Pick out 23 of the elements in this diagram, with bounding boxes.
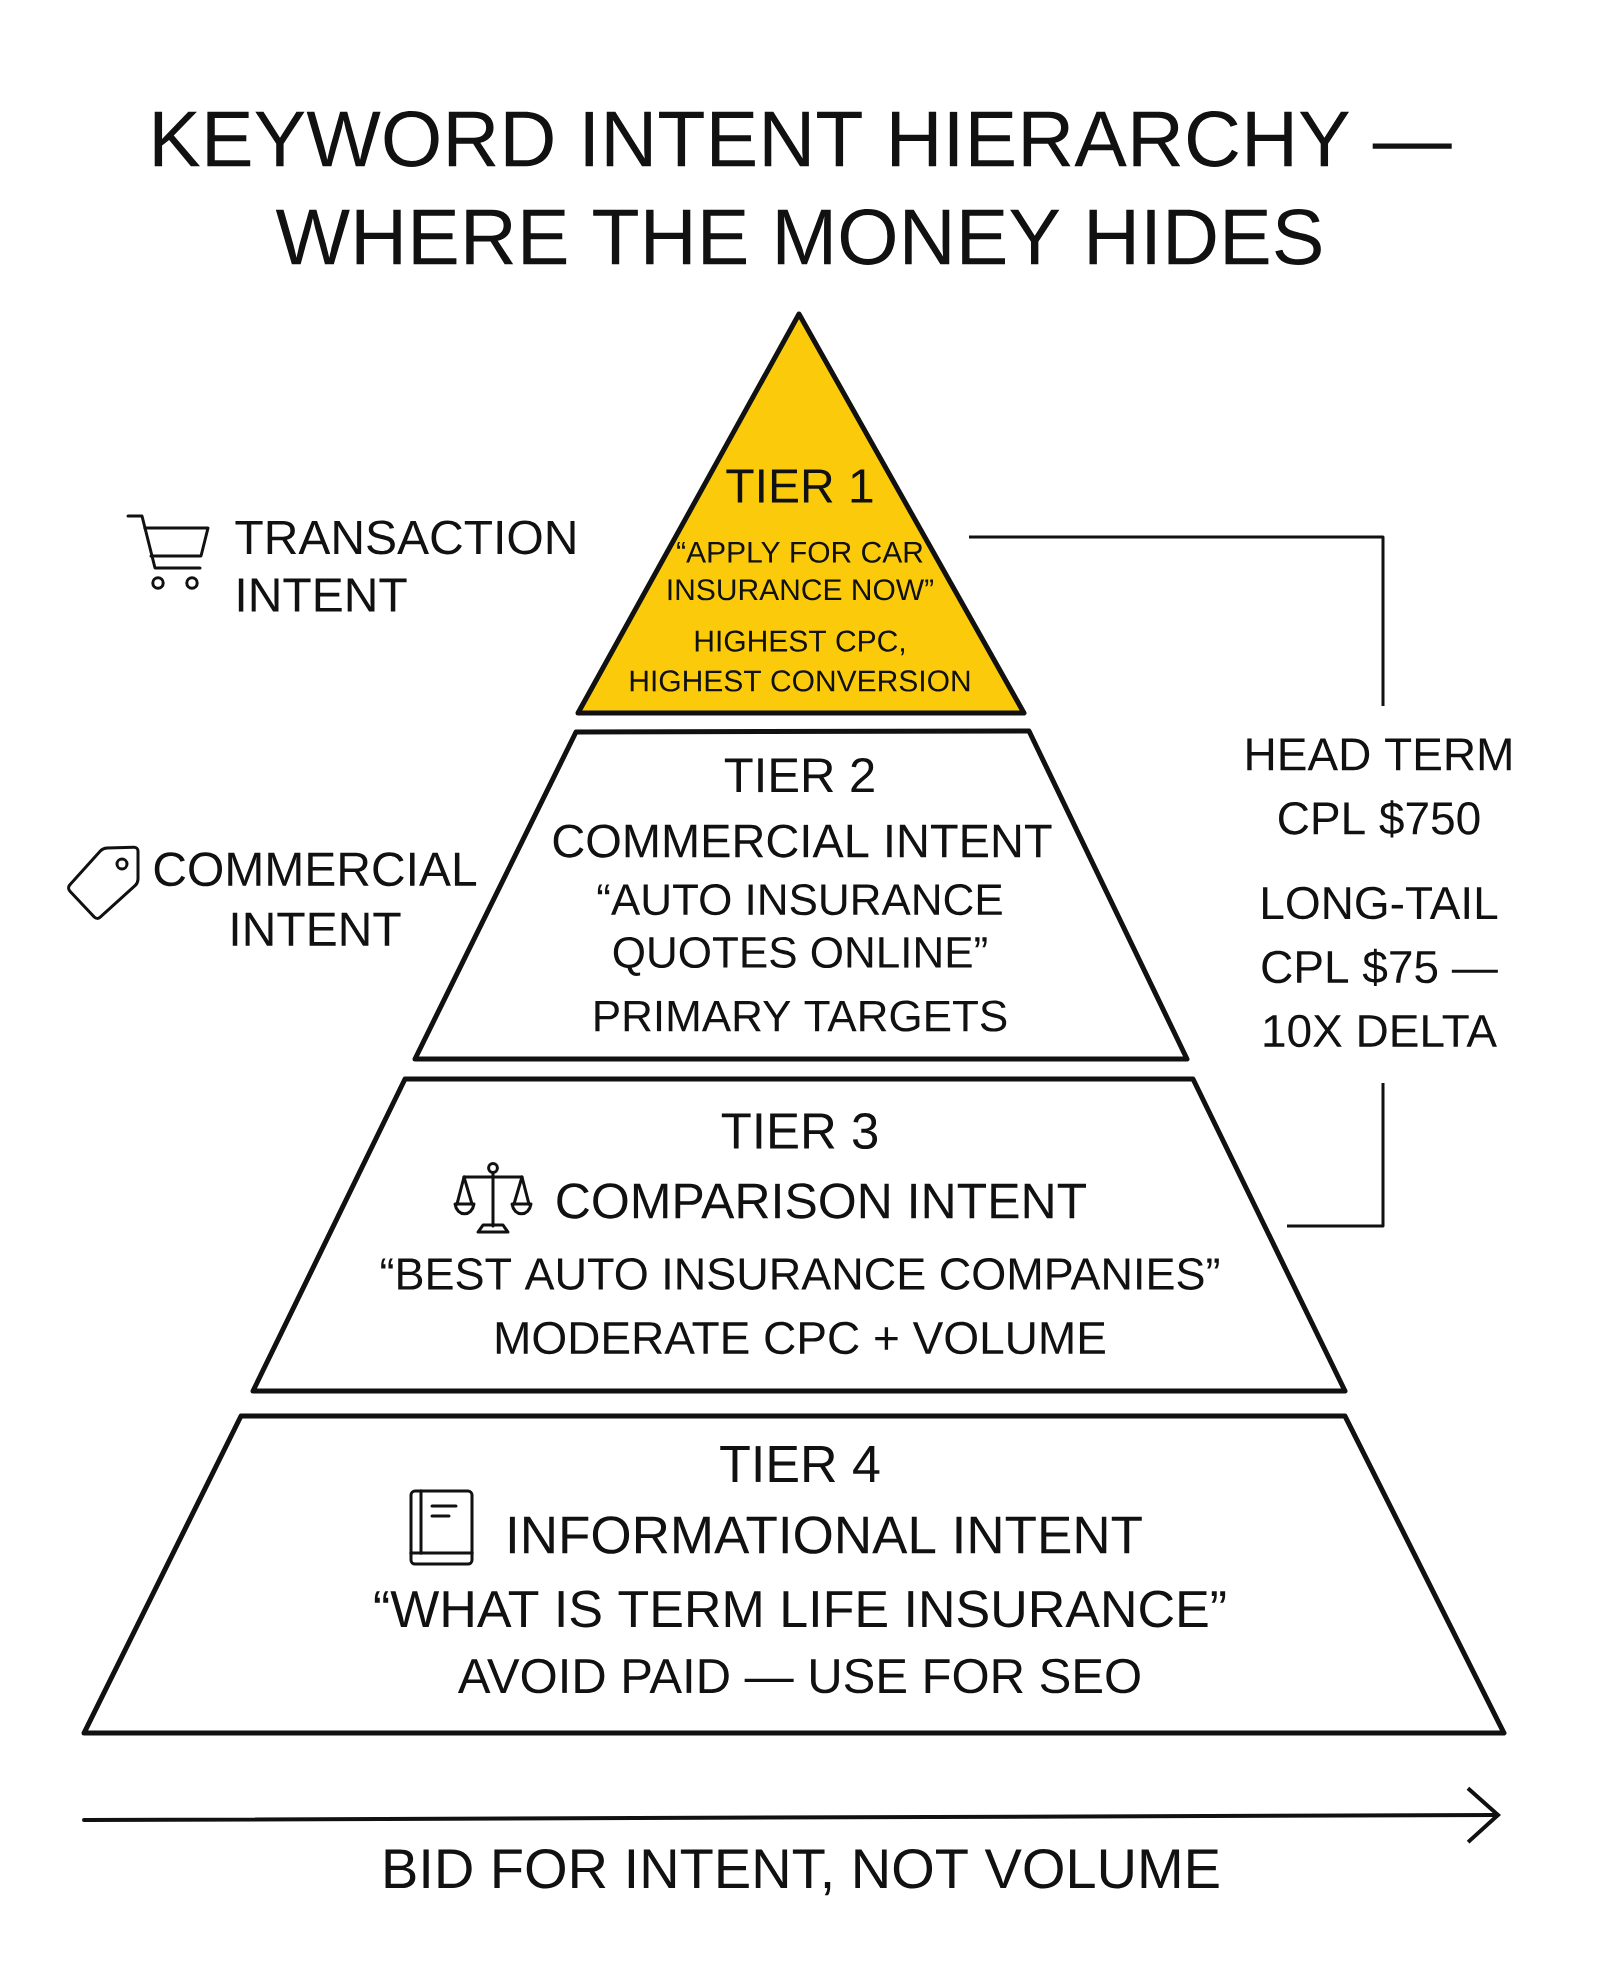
- tier-note: HIGHEST CPC, HIGHEST CONVERSION: [630, 630, 970, 692]
- tier-heading: TIER 4: [720, 1446, 880, 1482]
- tier-note: MODERATE CPC + VOLUME: [496, 1321, 1105, 1355]
- keyword-example: “AUTO INSURANCE QUOTES ONLINE”: [597, 884, 1002, 976]
- intent-heading: COMMERCIAL INTENT: [553, 824, 1052, 858]
- tier-heading: TIER 1: [726, 469, 873, 503]
- side-label: TRANSACTION INTENT: [235, 520, 575, 612]
- tier-heading: TIER 3: [721, 1112, 878, 1150]
- intent-heading: COMPARISON INTENT: [557, 1183, 1087, 1219]
- keyword-example: “APPLY FOR CAR INSURANCE NOW”: [668, 541, 933, 601]
- keyword-example: “BEST AUTO INSURANCE COMPANIES”: [381, 1258, 1219, 1290]
- tier-note: AVOID PAID — USE FOR SEO: [457, 1658, 1140, 1694]
- tier-note: PRIMARY TARGETS: [595, 1000, 1007, 1032]
- intent-heading: INFORMATIONAL INTENT: [509, 1516, 1142, 1554]
- cost-note: HEAD TERM CPL $750: [1247, 738, 1511, 838]
- pyramid-tier: [250, 1076, 1348, 1394]
- side-label: COMMERCIAL INTENT: [154, 852, 477, 946]
- cost-note: LONG-TAIL CPL $75 — 10X DELTA: [1262, 886, 1498, 1048]
- tier-heading: TIER 2: [724, 757, 874, 793]
- pyramid-tier: [575, 311, 1027, 716]
- keyword-example: “WHAT IS TERM LIFE INSURANCE”: [374, 1590, 1226, 1628]
- title: KEYWORD INTENT HIERARCHY — WHERE THE MONEY HIDES: [154, 111, 1452, 265]
- arrow-caption: BID FOR INTENT, NOT VOLUME: [385, 1848, 1219, 1896]
